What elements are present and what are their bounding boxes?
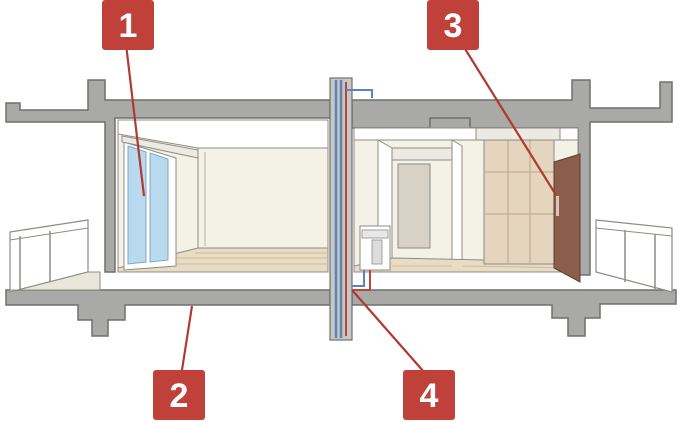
callout-label-4: 4 [420, 377, 439, 415]
window-glass-2 [149, 152, 169, 263]
leader-lines [124, 43, 557, 373]
callout-badge-4: 4 [403, 370, 455, 420]
center-wall-pipes [329, 77, 373, 341]
left-room [117, 119, 329, 273]
left-balcony [9, 219, 101, 293]
callout-badge-1: 1 [102, 0, 154, 50]
right-balcony [595, 219, 673, 293]
right-lower-slab [351, 289, 677, 337]
pipe-fitting-top [346, 89, 373, 98]
callout-label-2: 2 [170, 377, 189, 415]
concrete-structure [5, 79, 677, 337]
leader-line-1 [124, 43, 146, 197]
leader-line-4 [351, 289, 425, 373]
leader-line-2 [180, 305, 194, 371]
left-room-ceiling [117, 119, 329, 149]
partition-wall-2 [451, 139, 463, 269]
leader-line-3 [461, 43, 557, 196]
callout-label-1: 1 [119, 7, 138, 45]
right-balcony-rail [595, 219, 673, 293]
callout-label-3: 3 [444, 7, 463, 45]
brown-door [553, 153, 581, 283]
pipe-branch-red [352, 270, 371, 291]
callout-badge-3: 3 [427, 0, 479, 50]
closet [483, 137, 555, 265]
callout-badge-2: 2 [153, 370, 205, 420]
right-rooms [353, 127, 581, 283]
pipe-branch-blue [352, 270, 365, 287]
window-glass-1 [127, 145, 147, 265]
corridor-door [397, 163, 431, 249]
left-lower-slab [5, 289, 331, 337]
